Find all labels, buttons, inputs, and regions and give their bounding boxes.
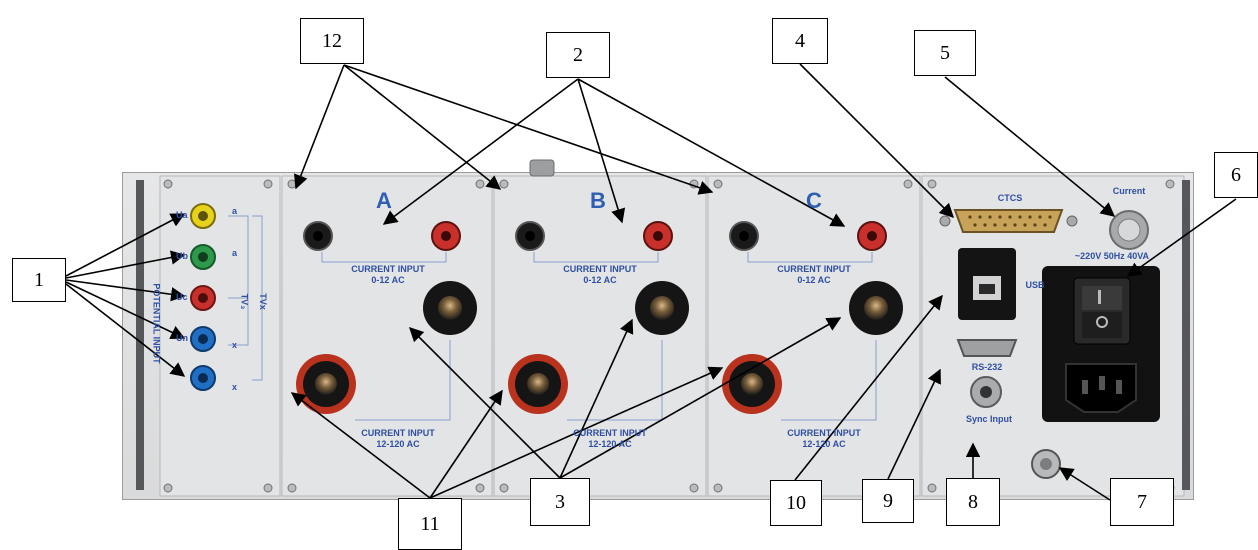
callout-9: 9 — [862, 479, 914, 523]
callout-4: 4 — [772, 18, 828, 64]
potential-input-label: POTENTIAL INPUT — [151, 283, 162, 364]
module-b-low-label-1: CURRENT INPUT — [563, 264, 637, 274]
terminal-label-ua: Ua — [176, 210, 188, 220]
sync-input-label: Sync Input — [965, 414, 1012, 424]
power-rating-label: ~220V 50Hz 40VA — [1074, 251, 1150, 261]
wire-mark-4: x — [232, 382, 238, 392]
terminal-label-uc: Uc — [176, 292, 188, 302]
module-b-low-label-2: 0-12 AC — [583, 275, 617, 285]
wire-mark-3: x — [232, 340, 238, 350]
callout-7: 7 — [1110, 478, 1174, 526]
potential-terminals — [190, 203, 263, 391]
module-b-high-label-1: CURRENT INPUT — [573, 428, 647, 438]
wire-mark-2: a — [232, 248, 238, 258]
module-b-high-label-2: 12-120 AC — [588, 439, 632, 449]
callout-12: 12 — [300, 18, 364, 64]
tvx-label: TVx — [257, 293, 268, 310]
callout-3: 3 — [530, 478, 590, 526]
module-c-high-label-1: CURRENT INPUT — [787, 428, 861, 438]
module-c-low-label-1: CURRENT INPUT — [777, 264, 851, 274]
module-a-low-label-1: CURRENT INPUT — [351, 264, 425, 274]
ctcs-connector — [953, 209, 1064, 233]
module-c-jacks — [722, 221, 903, 421]
usb-label: USB — [1025, 280, 1045, 290]
callout-8: 8 — [946, 478, 1000, 526]
callout-1: 1 — [12, 258, 66, 302]
rs232-label: RS-232 — [971, 362, 1003, 372]
module-b-letter: B — [590, 188, 606, 213]
wire-mark-1: a — [232, 206, 238, 216]
module-c-letter: C — [806, 188, 822, 213]
module-c-high-label-2: 12-120 AC — [802, 439, 846, 449]
module-a-high-label-1: CURRENT INPUT — [361, 428, 435, 438]
callout-2: 2 — [546, 32, 610, 78]
module-b-jacks — [508, 221, 689, 421]
module-a-low-label-2: 0-12 AC — [371, 275, 405, 285]
callout-11: 11 — [398, 498, 462, 550]
current-connector-label: Current — [1112, 186, 1146, 196]
module-c-low-label-2: 0-12 AC — [797, 275, 831, 285]
module-a-letter: A — [376, 188, 392, 213]
interface-connectors — [939, 209, 1160, 479]
callout-5: 5 — [914, 30, 976, 76]
callout-arrows — [65, 63, 1237, 501]
module-a-high-label-2: 12-120 AC — [376, 439, 420, 449]
callout-6: 6 — [1214, 152, 1258, 198]
module-a-jacks — [296, 221, 477, 421]
ctcs-label: CTCS — [997, 193, 1023, 203]
rs232-connector — [956, 339, 1018, 357]
terminal-label-un-1: Un — [176, 333, 188, 343]
terminal-label-ub: Ub — [176, 251, 188, 261]
tv3-label: TV₃ — [239, 293, 250, 310]
callout-10: 10 — [770, 480, 822, 526]
